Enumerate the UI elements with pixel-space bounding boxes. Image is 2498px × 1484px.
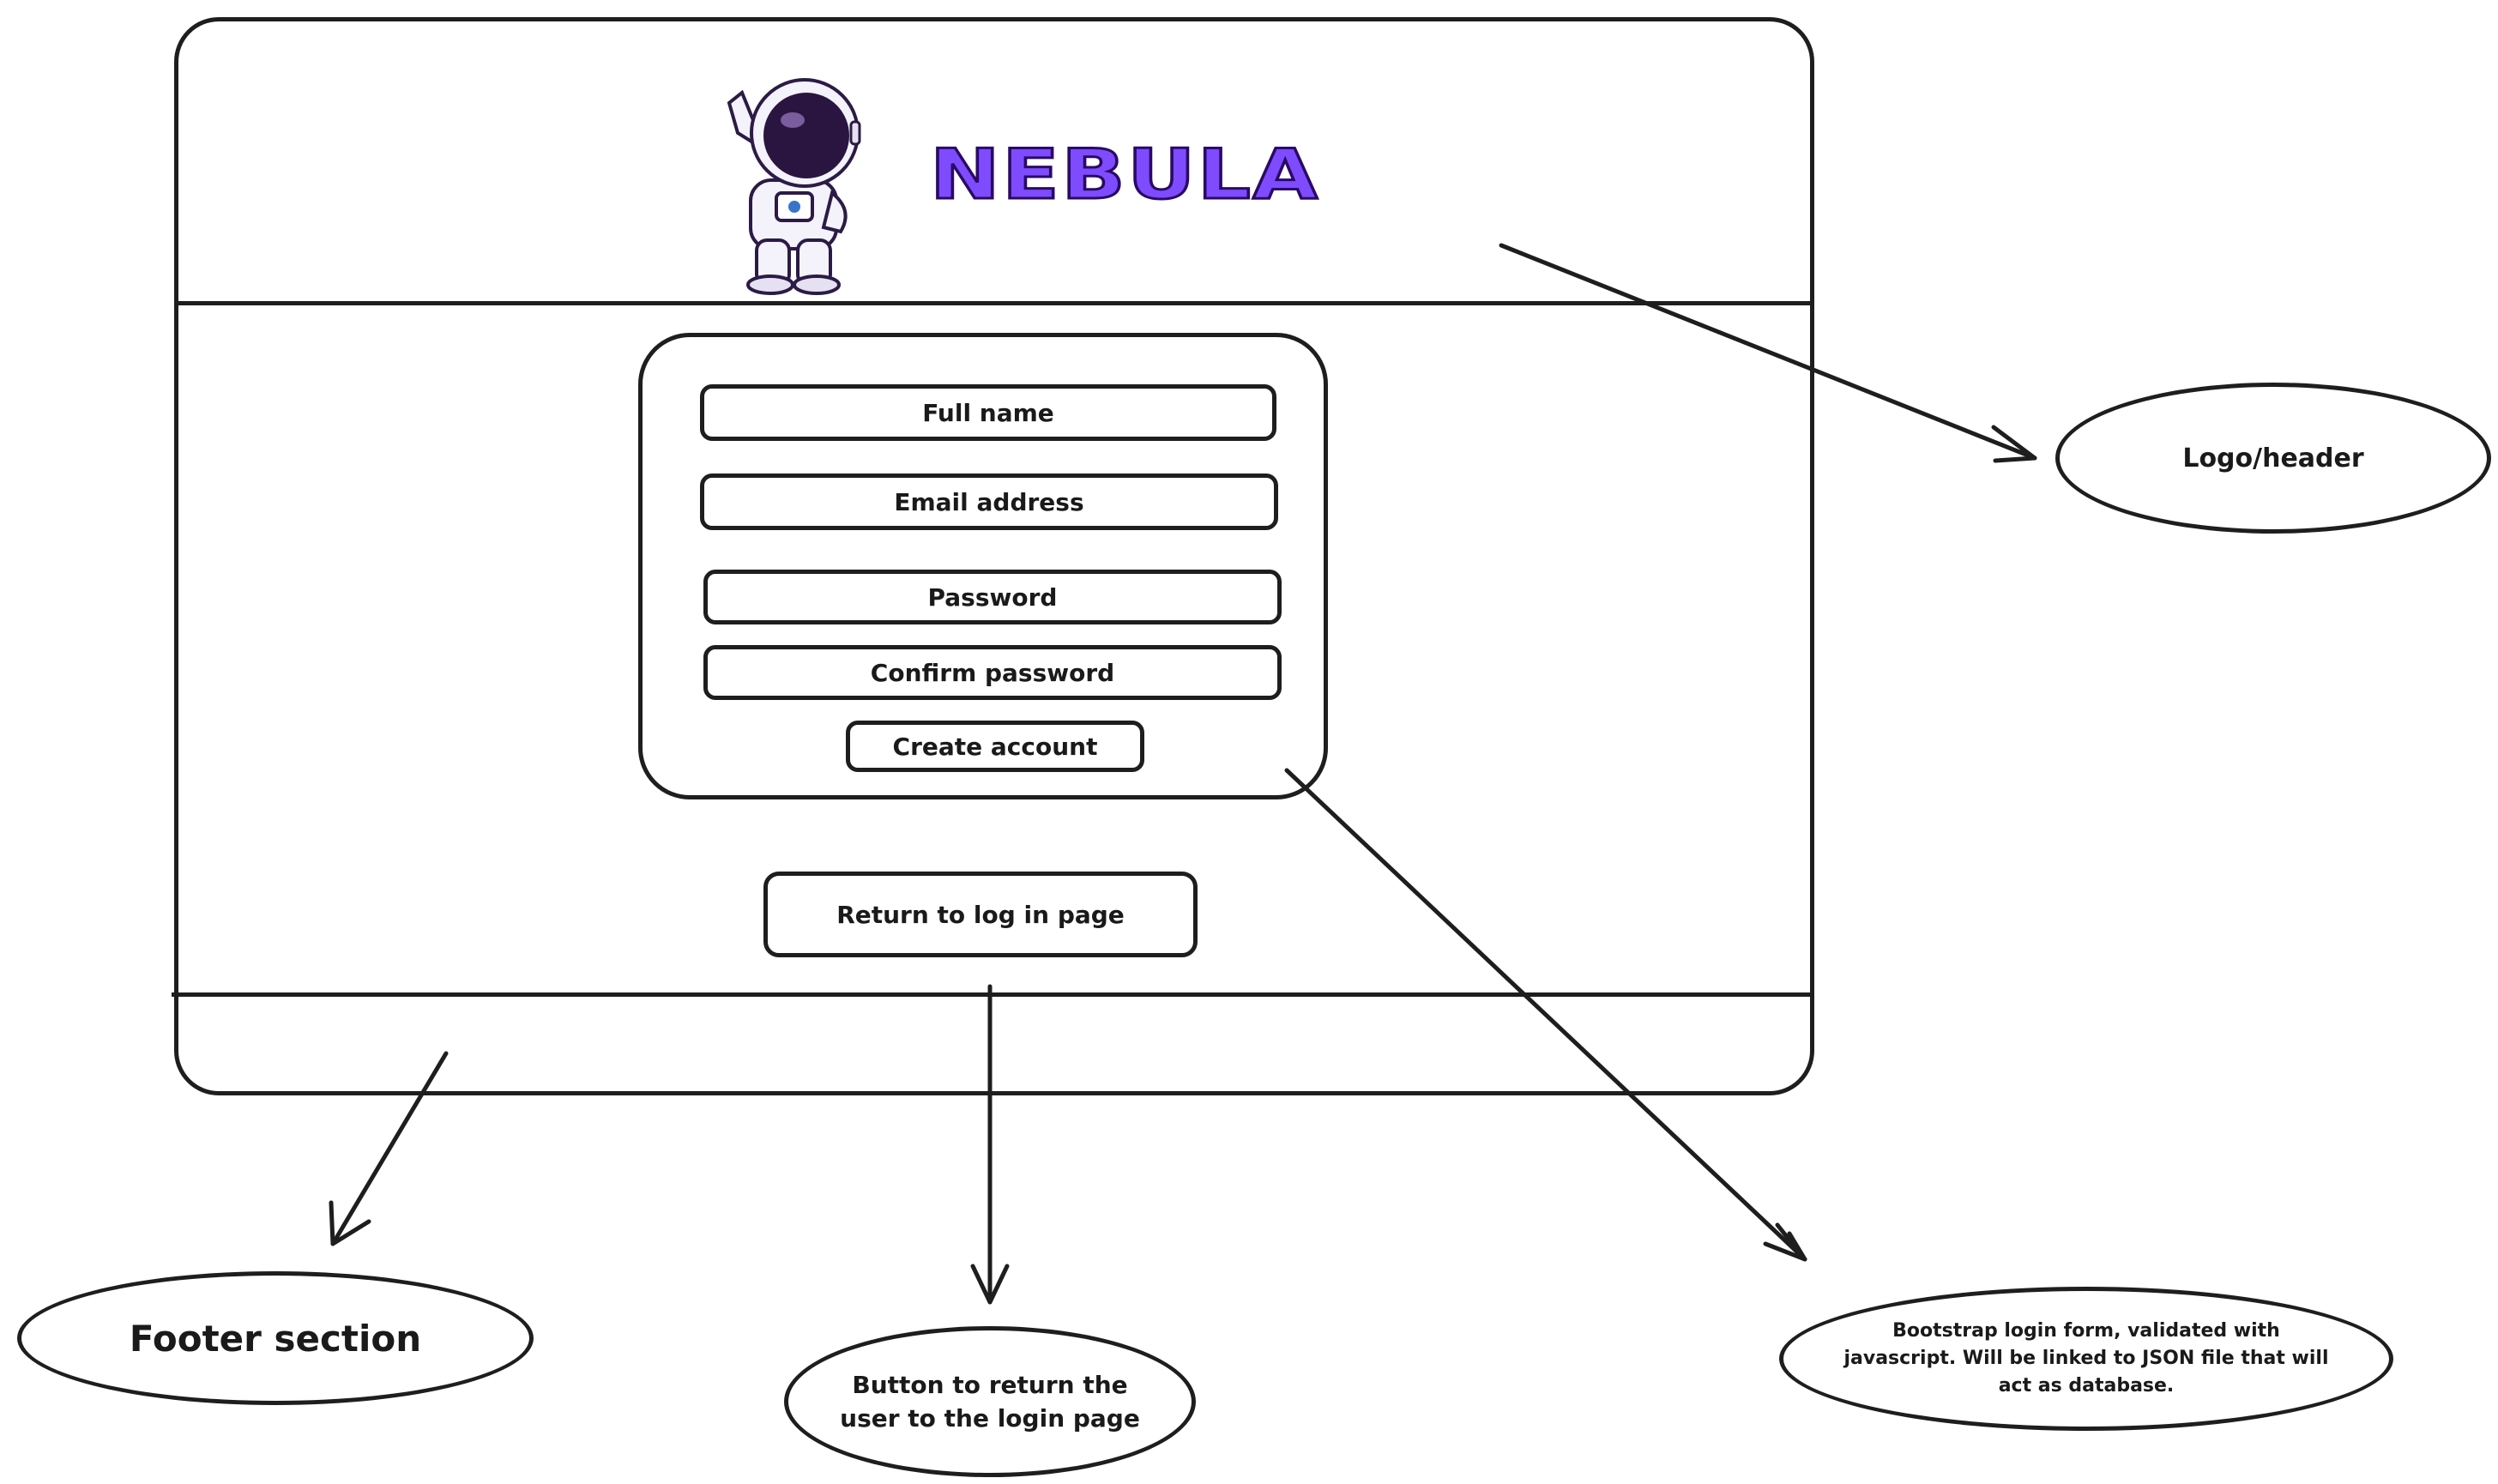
full-name-field[interactable]: Full name: [700, 384, 1276, 441]
form-annotation: Bootstrap login form, validated with jav…: [1779, 1287, 2393, 1431]
form-annotation-text: Bootstrap login form, validated with jav…: [1843, 1320, 2329, 1397]
footer-annotation: Footer section: [17, 1271, 534, 1405]
header-annotation-text: Logo/header: [2182, 443, 2364, 474]
return-button-annotation-text: Button to return the user to the login p…: [840, 1370, 1140, 1433]
confirm-password-field[interactable]: Confirm password: [703, 645, 1282, 700]
wireframe-frame: [174, 17, 1814, 1095]
footer-annotation-text: Footer section: [129, 1317, 422, 1360]
create-account-button[interactable]: Create account: [846, 721, 1144, 772]
header-divider: [176, 301, 1813, 305]
registration-form: [638, 333, 1328, 799]
astronaut-icon: [703, 51, 875, 300]
return-button-annotation: Button to return the user to the login p…: [784, 1326, 1196, 1477]
return-to-login-button[interactable]: Return to log in page: [763, 872, 1198, 957]
logo-text: NEBULA: [928, 135, 1320, 214]
footer-divider: [172, 992, 1814, 997]
password-field[interactable]: Password: [703, 570, 1282, 624]
header-annotation: Logo/header: [2055, 383, 2491, 534]
email-field[interactable]: Email address: [700, 474, 1278, 530]
